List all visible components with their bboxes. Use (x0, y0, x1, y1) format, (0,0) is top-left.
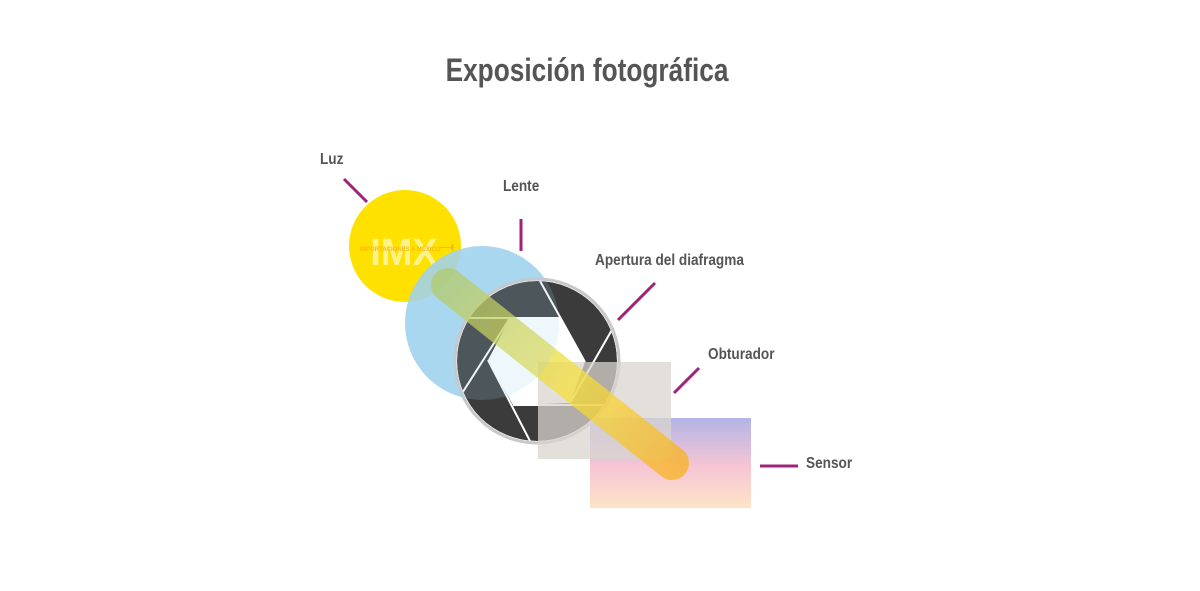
leader-obturador (672, 366, 701, 395)
label-lente: Lente (503, 178, 540, 195)
logo-small-text: IMPORTACIONES A MÉXICO (359, 245, 440, 253)
leader-lines (342, 177, 798, 468)
label-apertura: Apertura del diafragma (595, 252, 744, 269)
diagram-title: Exposición fotográfica (445, 52, 729, 88)
label-obturador: Obturador (708, 346, 775, 363)
plane-icon (440, 244, 456, 251)
label-luz: Luz (320, 151, 344, 168)
logo-big-text: IMX (370, 232, 438, 274)
leader-apertura (616, 281, 657, 322)
imx-logo: IMX IMPORTACIONES A MÉXICO (359, 232, 456, 274)
lente-overlay (405, 246, 559, 400)
light-beam (431, 268, 689, 480)
label-sensor: Sensor (806, 455, 853, 472)
leader-luz (342, 177, 369, 204)
